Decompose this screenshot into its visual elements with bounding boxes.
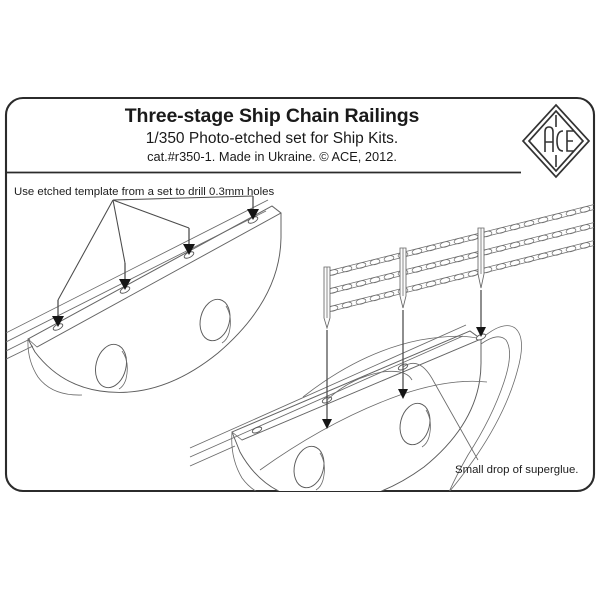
lead-line-2 [112, 199, 126, 264]
right-hull-bow-curve [231, 431, 291, 491]
catalog-line: cat.#r350-1. Made in Ukraine. © ACE, 201… [147, 149, 397, 164]
right-porthole-1 [293, 445, 325, 491]
right-hull-body [231, 330, 482, 491]
glue-drop-outline [326, 370, 413, 401]
left-deck-line-4 [6, 345, 34, 363]
right-arrow-head-2 [398, 389, 408, 399]
lead-line-3 [112, 199, 190, 229]
left-deck-line-3 [6, 338, 31, 355]
chain-rail-middle [323, 220, 594, 296]
left-porthole-2 [199, 298, 231, 344]
glue-callout [326, 363, 479, 461]
right-hull-sweep [302, 335, 482, 398]
step1-note: Use etched template from a set to drill … [14, 186, 275, 198]
right-porthole-2 [399, 402, 431, 448]
left-deck-line-1 [6, 199, 269, 337]
lead-line-4 [112, 195, 254, 201]
diagram-left: Use etched template from a set to drill … [6, 186, 282, 396]
left-deck-line-2 [6, 210, 267, 346]
diagram-right: Small drop of superglue. [189, 202, 594, 491]
stanchion-post-1 [323, 266, 331, 330]
left-hull-bow-curve [27, 338, 83, 396]
header-block: Three-stage Ship Chain Railings 1/350 Ph… [6, 105, 521, 174]
arrow-head-1 [52, 316, 64, 327]
right-hull-sweep-2 [259, 380, 488, 471]
logo-letter-a [544, 126, 554, 152]
right-arrow-head-3 [476, 327, 486, 337]
step2-note: Small drop of superglue. [455, 464, 578, 476]
right-hull-flare-inner [448, 336, 510, 491]
right-deck-line-3 [189, 445, 236, 467]
right-hull-edge-line [241, 338, 482, 441]
left-porthole-1 [95, 343, 128, 390]
chain-rail-bottom [323, 238, 594, 314]
stanchion-post-3 [477, 227, 485, 289]
logo-letter-c [556, 130, 564, 152]
stanchion-post-2 [399, 247, 407, 309]
arrow-head-3 [183, 244, 195, 255]
left-callout-arrows [52, 195, 259, 327]
glue-leader-line [402, 363, 479, 461]
right-drill-hole-1 [251, 426, 263, 434]
right-arrow-head-1 [322, 419, 332, 429]
page-title: Three-stage Ship Chain Railings [125, 105, 420, 127]
logo-letter-e [566, 130, 574, 152]
ace-logo [521, 103, 591, 179]
right-callout-arrows [322, 290, 486, 429]
chain-railing-assembly [323, 202, 594, 330]
left-hull-edge-line [36, 212, 282, 348]
lead-line-1 [57, 199, 114, 301]
chain-rail-top [323, 202, 594, 278]
arrow-head-4 [247, 209, 259, 220]
page-subtitle: 1/350 Photo-etched set for Ship Kits. [146, 130, 398, 147]
arrow-head-2 [119, 279, 131, 290]
right-deck-line-1 [189, 324, 467, 449]
right-hull-flare-outer [448, 325, 522, 491]
logo-diamond-outer [521, 103, 591, 179]
left-hull-body [27, 205, 282, 393]
